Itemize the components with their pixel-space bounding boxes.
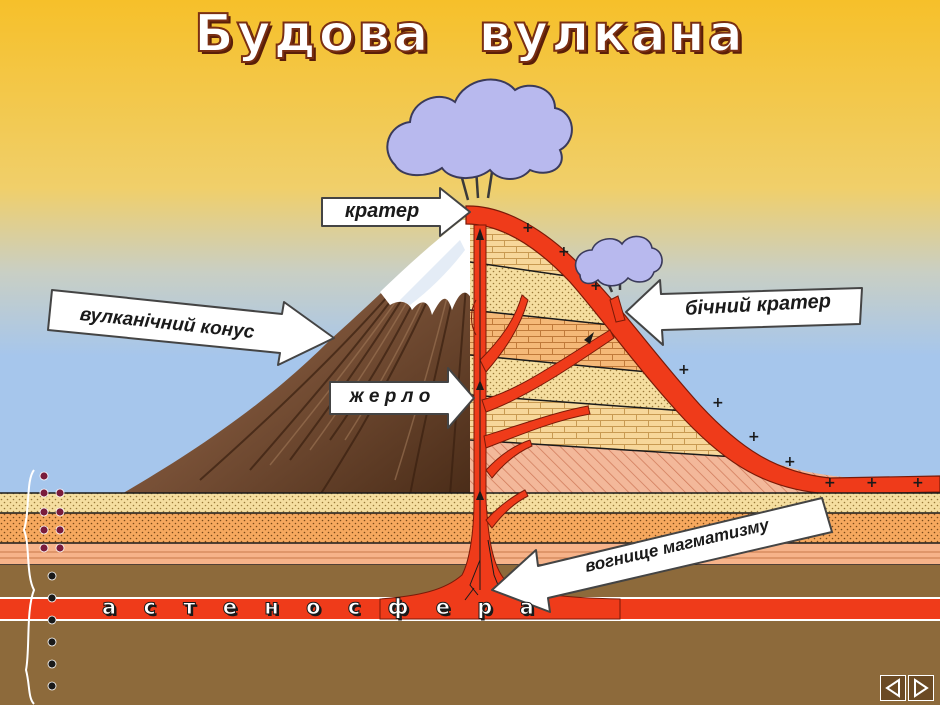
crater-label: кратер <box>344 200 420 222</box>
vent-flow-arrows <box>476 228 594 500</box>
lava-plus-marks: + + + + + + + + + + <box>522 220 924 491</box>
layer-brace <box>22 469 36 705</box>
svg-text:+: + <box>824 475 836 491</box>
prev-triangle-icon <box>885 678 900 698</box>
svg-text:+: + <box>522 220 534 236</box>
prev-slide-button[interactable] <box>880 675 906 701</box>
asthenosphere-label: а с т е н о с ф е р а <box>102 595 544 620</box>
svg-text:+: + <box>784 454 796 470</box>
svg-text:+: + <box>678 362 690 378</box>
next-triangle-icon <box>914 678 929 698</box>
svg-text:+: + <box>748 429 760 445</box>
vent-arrow <box>329 367 475 429</box>
mantle-marker <box>47 571 57 691</box>
cone-arrow <box>47 289 335 366</box>
svg-text:+: + <box>558 244 570 260</box>
side-eruption-cloud <box>574 235 663 287</box>
svg-text:+: + <box>712 395 724 411</box>
svg-text:+: + <box>912 475 924 491</box>
crater-arrow <box>321 187 471 237</box>
callout-arrows <box>47 187 863 613</box>
lithosphere-marker <box>39 471 65 553</box>
page-title: Будова вулкана <box>193 3 746 65</box>
side-crater-arrow <box>625 279 863 346</box>
vent-label: ж е р л о <box>349 386 431 407</box>
next-slide-button[interactable] <box>908 675 934 701</box>
magma-system <box>379 224 621 620</box>
chamber-arrow <box>491 497 833 613</box>
eruption-cloud <box>386 78 573 180</box>
svg-text:+: + <box>866 475 878 491</box>
svg-text:+: + <box>590 278 602 294</box>
